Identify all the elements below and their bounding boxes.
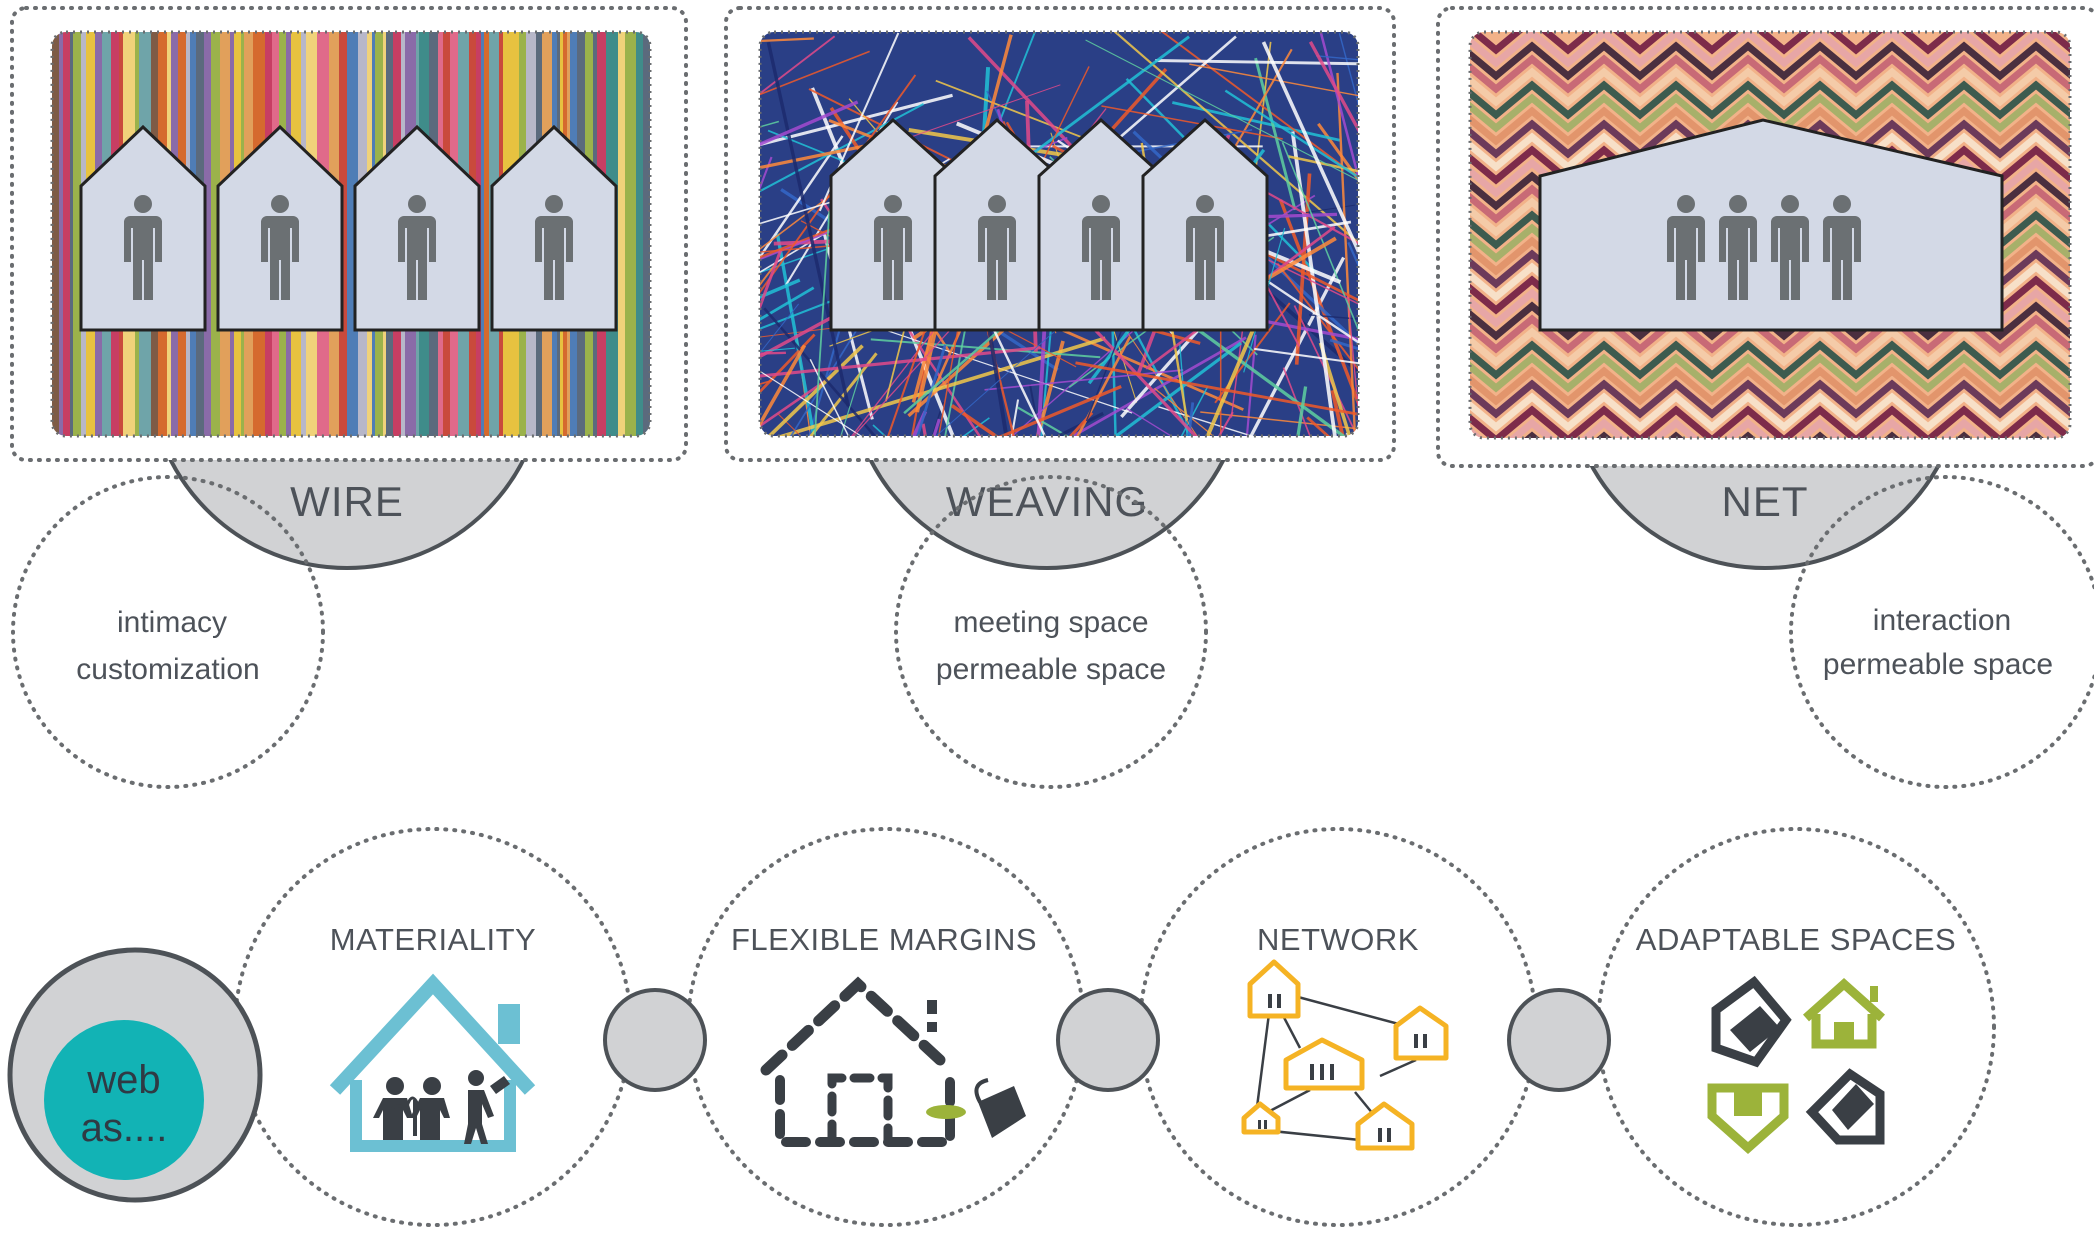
wire-desc-line1: intimacy [117, 606, 227, 639]
materiality-title: MATERIALITY [330, 922, 536, 957]
wire-title: WIRE [290, 478, 404, 525]
network-title: NETWORK [1257, 922, 1419, 957]
net-desc-line1: interaction [1873, 604, 2011, 637]
web-label-line2: as.... [81, 1106, 168, 1150]
net-desc-line2: permeable space [1823, 648, 2053, 681]
adaptable-houses-icon [1707, 975, 1886, 1155]
weaving-desc-bubble [894, 475, 1208, 789]
house-people-building-icon [329, 973, 536, 1152]
wire-desc-bubble [11, 475, 325, 789]
network-of-houses-icon [1241, 959, 1449, 1151]
net-desc-bubble [1789, 475, 2094, 789]
weaving-desc-line1: meeting space [953, 606, 1148, 639]
weaving-houses [829, 117, 1269, 332]
net-title: NET [1722, 478, 1809, 525]
flexible-margins-title: FLEXIBLE MARGINS [731, 922, 1037, 957]
adaptable-spaces-title: ADAPTABLE SPACES [1636, 922, 1956, 957]
web-label-line1: web [86, 1058, 160, 1102]
weaving-desc-line2: permeable space [936, 653, 1166, 686]
web-as-node [7, 947, 263, 1203]
connector-dots [603, 988, 1611, 1092]
wire-desc-line2: customization [76, 653, 259, 686]
dashed-house-paint-bucket-icon [760, 976, 1026, 1147]
weaving-title: WEAVING [946, 478, 1148, 525]
